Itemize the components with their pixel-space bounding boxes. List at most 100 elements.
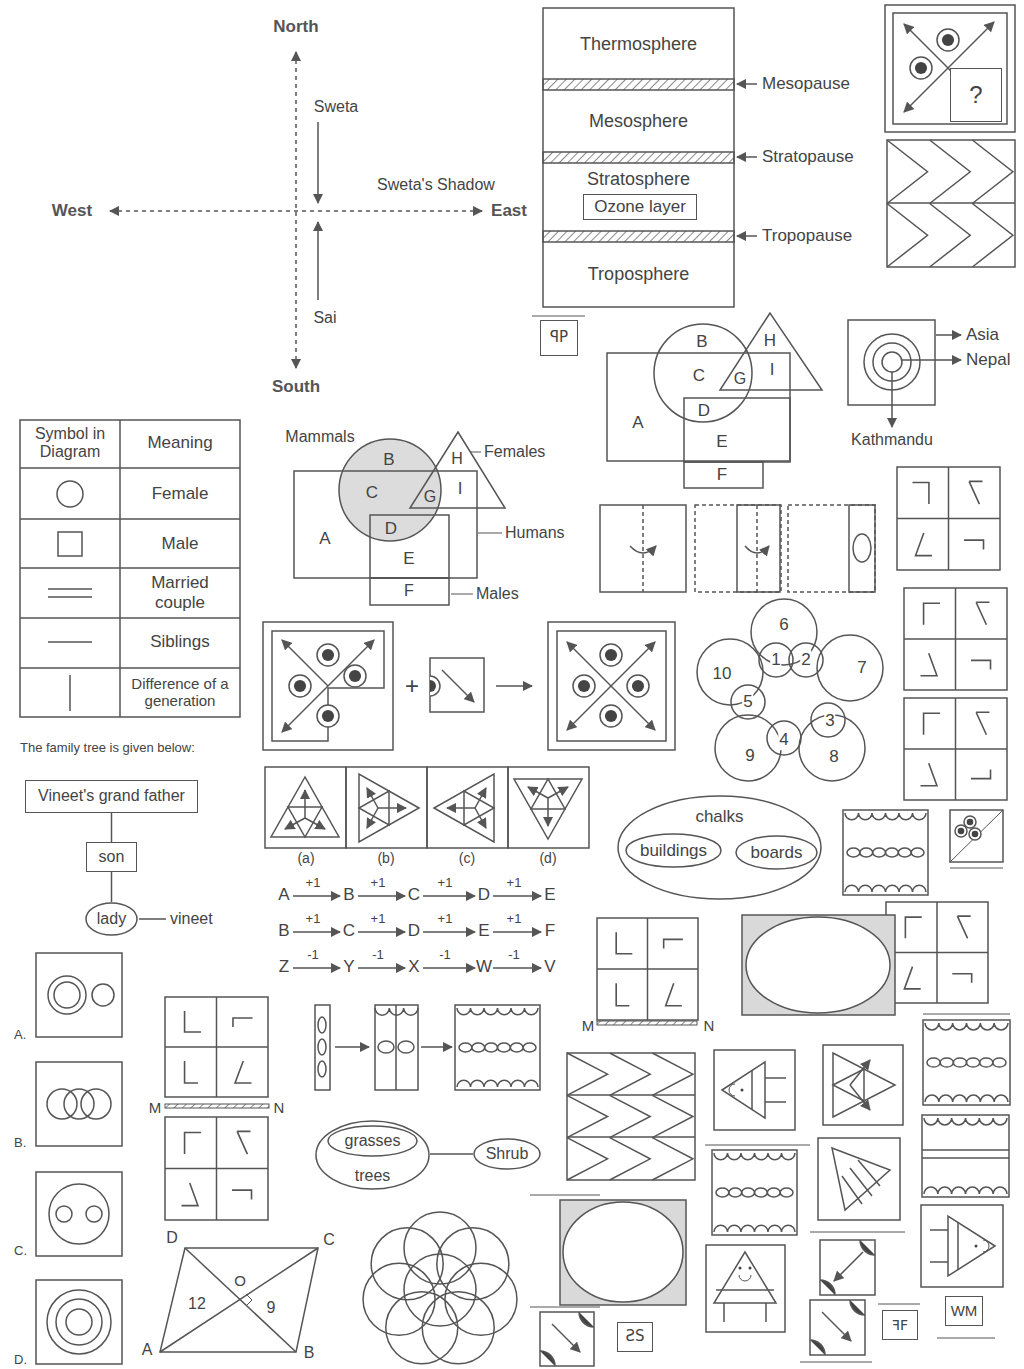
mirror-text-box: ꟻF — [882, 1310, 918, 1340]
figure-frame — [818, 1138, 900, 1220]
chain-link — [459, 1043, 472, 1052]
text-label: The family tree is given below: — [20, 741, 195, 756]
figure-polygon — [832, 1148, 890, 1210]
chevron-line — [972, 140, 1013, 204]
shaded-frame — [742, 915, 895, 1015]
tile-frame — [810, 1300, 865, 1355]
scallop-edge — [845, 813, 926, 820]
chain-link — [498, 1043, 511, 1052]
table-rule — [20, 667, 240, 669]
glyph-stroke — [664, 939, 683, 948]
female-symbol — [57, 481, 83, 507]
figure-circle — [741, 1089, 744, 1092]
ellipse-outline — [618, 796, 821, 899]
scallop-edge — [714, 1153, 795, 1160]
figure-circle — [47, 1290, 111, 1354]
series-arrow — [493, 967, 541, 969]
leader-line — [139, 918, 166, 920]
ring-dot — [967, 819, 974, 826]
glyph-group — [920, 763, 936, 785]
text-label: West — [52, 201, 92, 221]
text-label: +1 — [306, 912, 321, 927]
chain-link — [485, 1043, 498, 1052]
text-label: C — [366, 483, 378, 503]
ring-dot — [578, 680, 590, 692]
text-label: A — [142, 1341, 153, 1359]
figure-ellipse — [398, 1041, 414, 1053]
ring-symbol — [317, 644, 339, 666]
text-label: Nepal — [966, 350, 1010, 370]
grid-line — [886, 952, 988, 954]
text-label: V — [544, 957, 555, 977]
ring-symbol — [289, 675, 311, 697]
ring-symbol — [969, 828, 981, 840]
node-text: Vineet's grand father — [38, 787, 185, 805]
fold-arrow — [630, 546, 656, 553]
text-label: 6 — [778, 615, 789, 635]
tree-connector — [430, 1153, 473, 1155]
node-text: ? — [969, 81, 982, 109]
text-label: H — [764, 331, 776, 351]
text-label: 7 — [856, 658, 867, 678]
ozone-box: Ozone layer — [583, 194, 697, 220]
family-box: Vineet's grand father — [25, 780, 198, 813]
node-text: lady — [97, 910, 126, 928]
grid-line — [165, 1168, 268, 1170]
text-label: G — [424, 488, 436, 506]
figure-line — [937, 1338, 995, 1339]
arrow-line — [850, 1085, 870, 1110]
text-label: I — [458, 479, 463, 499]
chevron-line — [610, 1053, 651, 1095]
chain-link — [860, 848, 873, 857]
set-ellipse: treesgrasses — [315, 1120, 430, 1190]
diagonal-line — [185, 1248, 296, 1352]
text-label: H — [451, 450, 463, 468]
text-label: +1 — [306, 876, 321, 891]
figure-circle — [49, 1184, 109, 1244]
text-label: B. — [14, 1136, 26, 1151]
quarter-circle — [820, 1280, 835, 1295]
figure-circle — [56, 1206, 72, 1222]
text-label: D — [408, 921, 420, 941]
direction-arrow — [317, 222, 319, 300]
ring-symbol — [910, 57, 932, 79]
chain-link — [742, 1188, 755, 1197]
figure-circle — [47, 1089, 77, 1119]
legend-text: Siblings — [150, 632, 210, 652]
figure-line — [530, 1195, 600, 1196]
ring-symbol — [600, 705, 622, 727]
set-square — [684, 398, 790, 462]
pattern-box — [712, 1150, 797, 1235]
figure-frame — [893, 13, 1007, 124]
ring-symbol — [573, 675, 595, 697]
text-label: M — [582, 1017, 595, 1034]
glyph-group — [185, 1011, 201, 1032]
ellipse-outline — [328, 1126, 417, 1156]
figure-circle — [739, 1267, 742, 1270]
set-square — [684, 462, 763, 488]
figure-frame — [885, 5, 1015, 132]
leader-arrow — [902, 359, 961, 361]
arrow-line — [528, 787, 548, 798]
tile-frame — [540, 1312, 594, 1366]
set-ellipse: chalksbuildingsboards — [617, 795, 822, 900]
node-text: WM — [951, 1302, 978, 1319]
text-label: Tropopause — [762, 226, 852, 246]
option-frame — [36, 1172, 122, 1256]
ring-dot — [632, 680, 644, 692]
paper-sheet — [600, 505, 686, 592]
mirror-text-box: ƧS — [617, 1322, 653, 1352]
text-label: Sweta — [314, 98, 358, 116]
option-frame — [36, 1280, 122, 1364]
ring-symbol — [937, 29, 959, 51]
scallop-edge — [924, 1118, 1007, 1125]
grid-frame — [165, 997, 268, 1097]
text-label: Males — [476, 585, 519, 603]
figure-polygon — [359, 774, 419, 842]
text-label: 3 — [824, 711, 835, 731]
glyph-stroke — [920, 763, 936, 785]
arrow-line — [475, 788, 486, 808]
grid-frame — [597, 918, 698, 1020]
series-arrow — [293, 931, 340, 933]
